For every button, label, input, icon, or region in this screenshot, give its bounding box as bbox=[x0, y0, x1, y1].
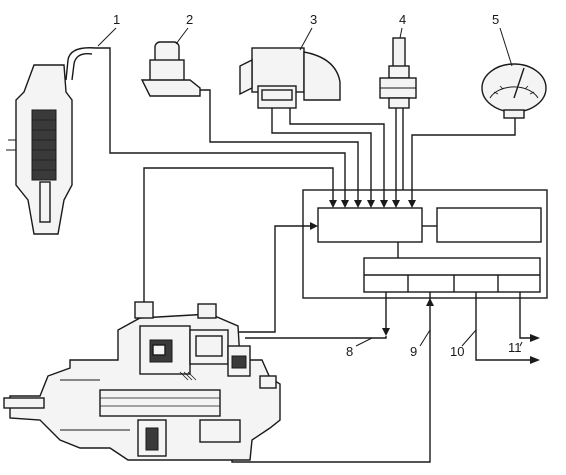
callout-11: 11 bbox=[508, 340, 522, 355]
pump-icon bbox=[3, 301, 281, 461]
callout-5: 5 bbox=[492, 12, 499, 27]
control-unit bbox=[302, 189, 548, 299]
actuator-output-lines bbox=[231, 292, 540, 463]
injector-icon bbox=[6, 47, 97, 235]
callout-4: 4 bbox=[399, 12, 406, 27]
callout-leaders bbox=[97, 27, 523, 347]
callout-3: 3 bbox=[310, 12, 317, 27]
callout-2: 2 bbox=[186, 12, 193, 27]
callout-10: 10 bbox=[450, 344, 464, 359]
callout-9: 9 bbox=[410, 344, 417, 359]
sensor-signal-lines bbox=[96, 47, 516, 333]
callout-8: 8 bbox=[346, 344, 353, 359]
callout-1: 1 bbox=[113, 12, 120, 27]
gauge-icon bbox=[481, 63, 547, 119]
sensor-icon bbox=[140, 41, 201, 97]
probe-icon bbox=[379, 37, 417, 109]
meter-icon bbox=[239, 47, 341, 109]
